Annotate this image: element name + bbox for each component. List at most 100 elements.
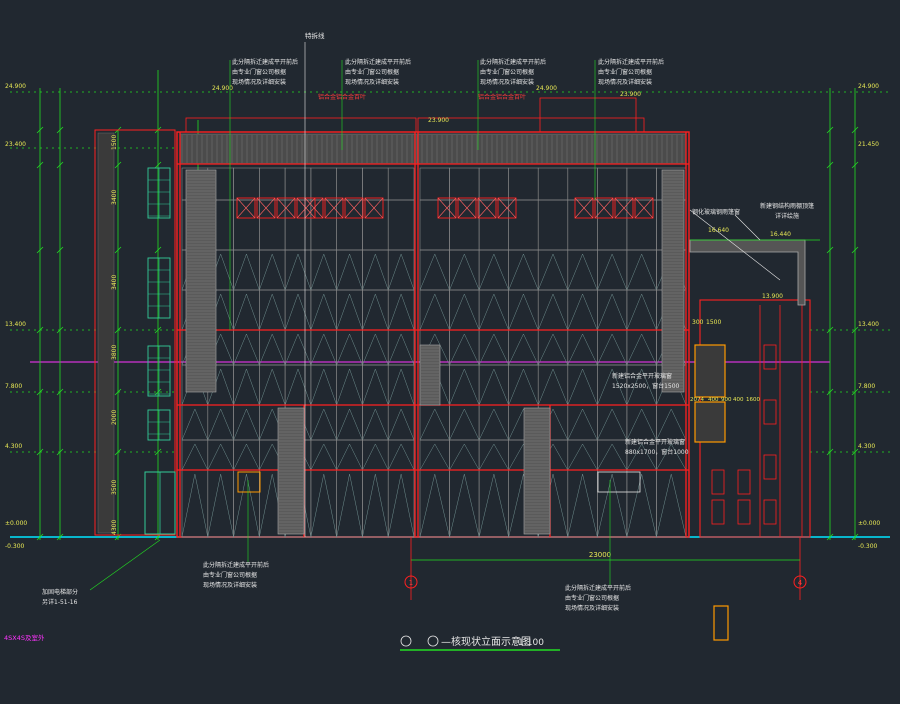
dimension-label: 3800 — [111, 345, 118, 360]
level-label-left: ±0.000 — [5, 520, 27, 527]
axis-bubble-left — [404, 575, 418, 589]
glass-pane — [597, 199, 628, 251]
level-label-right: 21.450 — [858, 141, 879, 148]
glass-pane — [537, 167, 569, 201]
dimension-label: 3400 — [111, 190, 118, 205]
red-label-1: 铝合金铝合金百叶 — [318, 93, 366, 101]
glass-pane — [508, 199, 539, 251]
dimension-label: 1500 — [111, 135, 118, 150]
glass-pane — [597, 404, 628, 441]
glass-pane — [419, 249, 450, 291]
glass-pane — [508, 249, 539, 291]
glass-pane — [537, 249, 569, 291]
glass-pane — [233, 469, 260, 538]
glass-pane — [597, 289, 628, 331]
glass-pane — [537, 289, 569, 331]
glass-pane — [626, 289, 657, 331]
operable-sash — [344, 197, 364, 219]
drawing-scale: 1:100 — [518, 638, 544, 648]
canopy-note-2: 新建钢结构雨棚顶篷 — [760, 202, 814, 210]
operable-sash — [256, 197, 276, 219]
svg-text:由专业门窗公司根据: 由专业门窗公司根据 — [232, 68, 286, 76]
loose-item — [713, 605, 729, 641]
canopy-leader — [689, 209, 781, 281]
glass-pane — [419, 289, 450, 331]
annex-small-windows — [711, 344, 777, 525]
glass-pane — [336, 404, 363, 441]
glass-pane — [233, 404, 260, 441]
dimension-label: 3400 — [111, 275, 118, 290]
svg-text:400: 400 — [733, 397, 744, 403]
parapet-left — [185, 117, 417, 133]
glass-pane — [478, 199, 509, 251]
edge-line-label: 特拆线 — [305, 31, 325, 40]
glass-pane — [310, 329, 337, 366]
left-tower-windows — [147, 167, 171, 441]
level-label: 16.440 — [770, 231, 791, 238]
operable-sash — [324, 197, 344, 219]
glass-pane — [362, 329, 389, 366]
glass-pane — [449, 167, 480, 201]
glass-pane — [336, 329, 363, 366]
glass-pane — [387, 404, 415, 441]
sub-dims-mid: 2074 400 900 400 1600 — [690, 397, 760, 403]
glass-pane — [597, 469, 628, 538]
svg-text:由专业门窗公司根据: 由专业门窗公司根据 — [203, 571, 257, 579]
glass-pane — [537, 199, 569, 251]
glass-pane — [387, 167, 415, 201]
glass-pane — [310, 289, 337, 331]
annex-window — [737, 499, 751, 525]
glass-pane — [259, 249, 286, 291]
glass-pane — [449, 199, 480, 251]
glass-pane — [478, 329, 509, 366]
glass-pane — [310, 404, 337, 441]
dimension-label: 2000 — [111, 410, 118, 425]
note-top-3: 此分隔拆迁建成平开前后 由专业门窗公司根据 现场情况及详细安装 — [477, 58, 546, 150]
svg-text:由专业门窗公司根据: 由专业门窗公司根据 — [480, 68, 534, 76]
drawing-title: —核现状立面示意图 — [441, 635, 531, 648]
glass-pane — [567, 469, 598, 538]
operable-sash — [236, 197, 256, 219]
annex-window — [711, 499, 725, 525]
glass-pane — [181, 469, 209, 538]
glass-pane — [284, 329, 312, 366]
annex-window — [737, 469, 751, 495]
glass-pane — [567, 404, 598, 441]
canopy — [689, 239, 806, 306]
glass-pane — [626, 199, 657, 251]
glass-pane — [478, 249, 509, 291]
glass-pane — [207, 404, 234, 441]
level-label-right: -0.300 — [858, 543, 878, 550]
glass-pane — [387, 249, 415, 291]
dimension-ticks — [36, 126, 859, 541]
level-label: 23.900 — [428, 117, 449, 124]
glass-pane — [567, 329, 598, 366]
glass-pane — [656, 469, 687, 538]
glass-pane — [284, 289, 312, 331]
operable-sash — [594, 197, 614, 219]
glass-pane — [626, 167, 657, 201]
level-label-right: 24.900 — [858, 83, 879, 90]
glass-pane — [537, 329, 569, 366]
glass-pane — [478, 364, 509, 406]
annex-window — [763, 399, 777, 425]
level-label: 24.900 — [536, 85, 557, 92]
glass-pane — [597, 329, 628, 366]
level-label-right: 7.800 — [858, 383, 875, 390]
roof-band — [179, 133, 687, 165]
glass-pane — [597, 167, 628, 201]
svg-text:由专业门窗公司根据: 由专业门窗公司根据 — [345, 68, 399, 76]
level-label-right: 13.400 — [858, 321, 879, 328]
svg-text:1600: 1600 — [746, 397, 760, 403]
glass-pane — [419, 469, 450, 538]
glass-pane — [259, 329, 286, 366]
left-tower-wall — [94, 129, 176, 536]
annex-window — [763, 499, 777, 525]
glass-pane — [419, 167, 450, 201]
small-window — [597, 471, 641, 493]
operable-sashes — [236, 197, 654, 493]
dimension-total: 23000 — [589, 551, 611, 559]
svg-text:此分隔拆迁建成平开前后: 此分隔拆迁建成平开前后 — [598, 58, 664, 66]
axis-label-right: 4 — [798, 579, 803, 587]
